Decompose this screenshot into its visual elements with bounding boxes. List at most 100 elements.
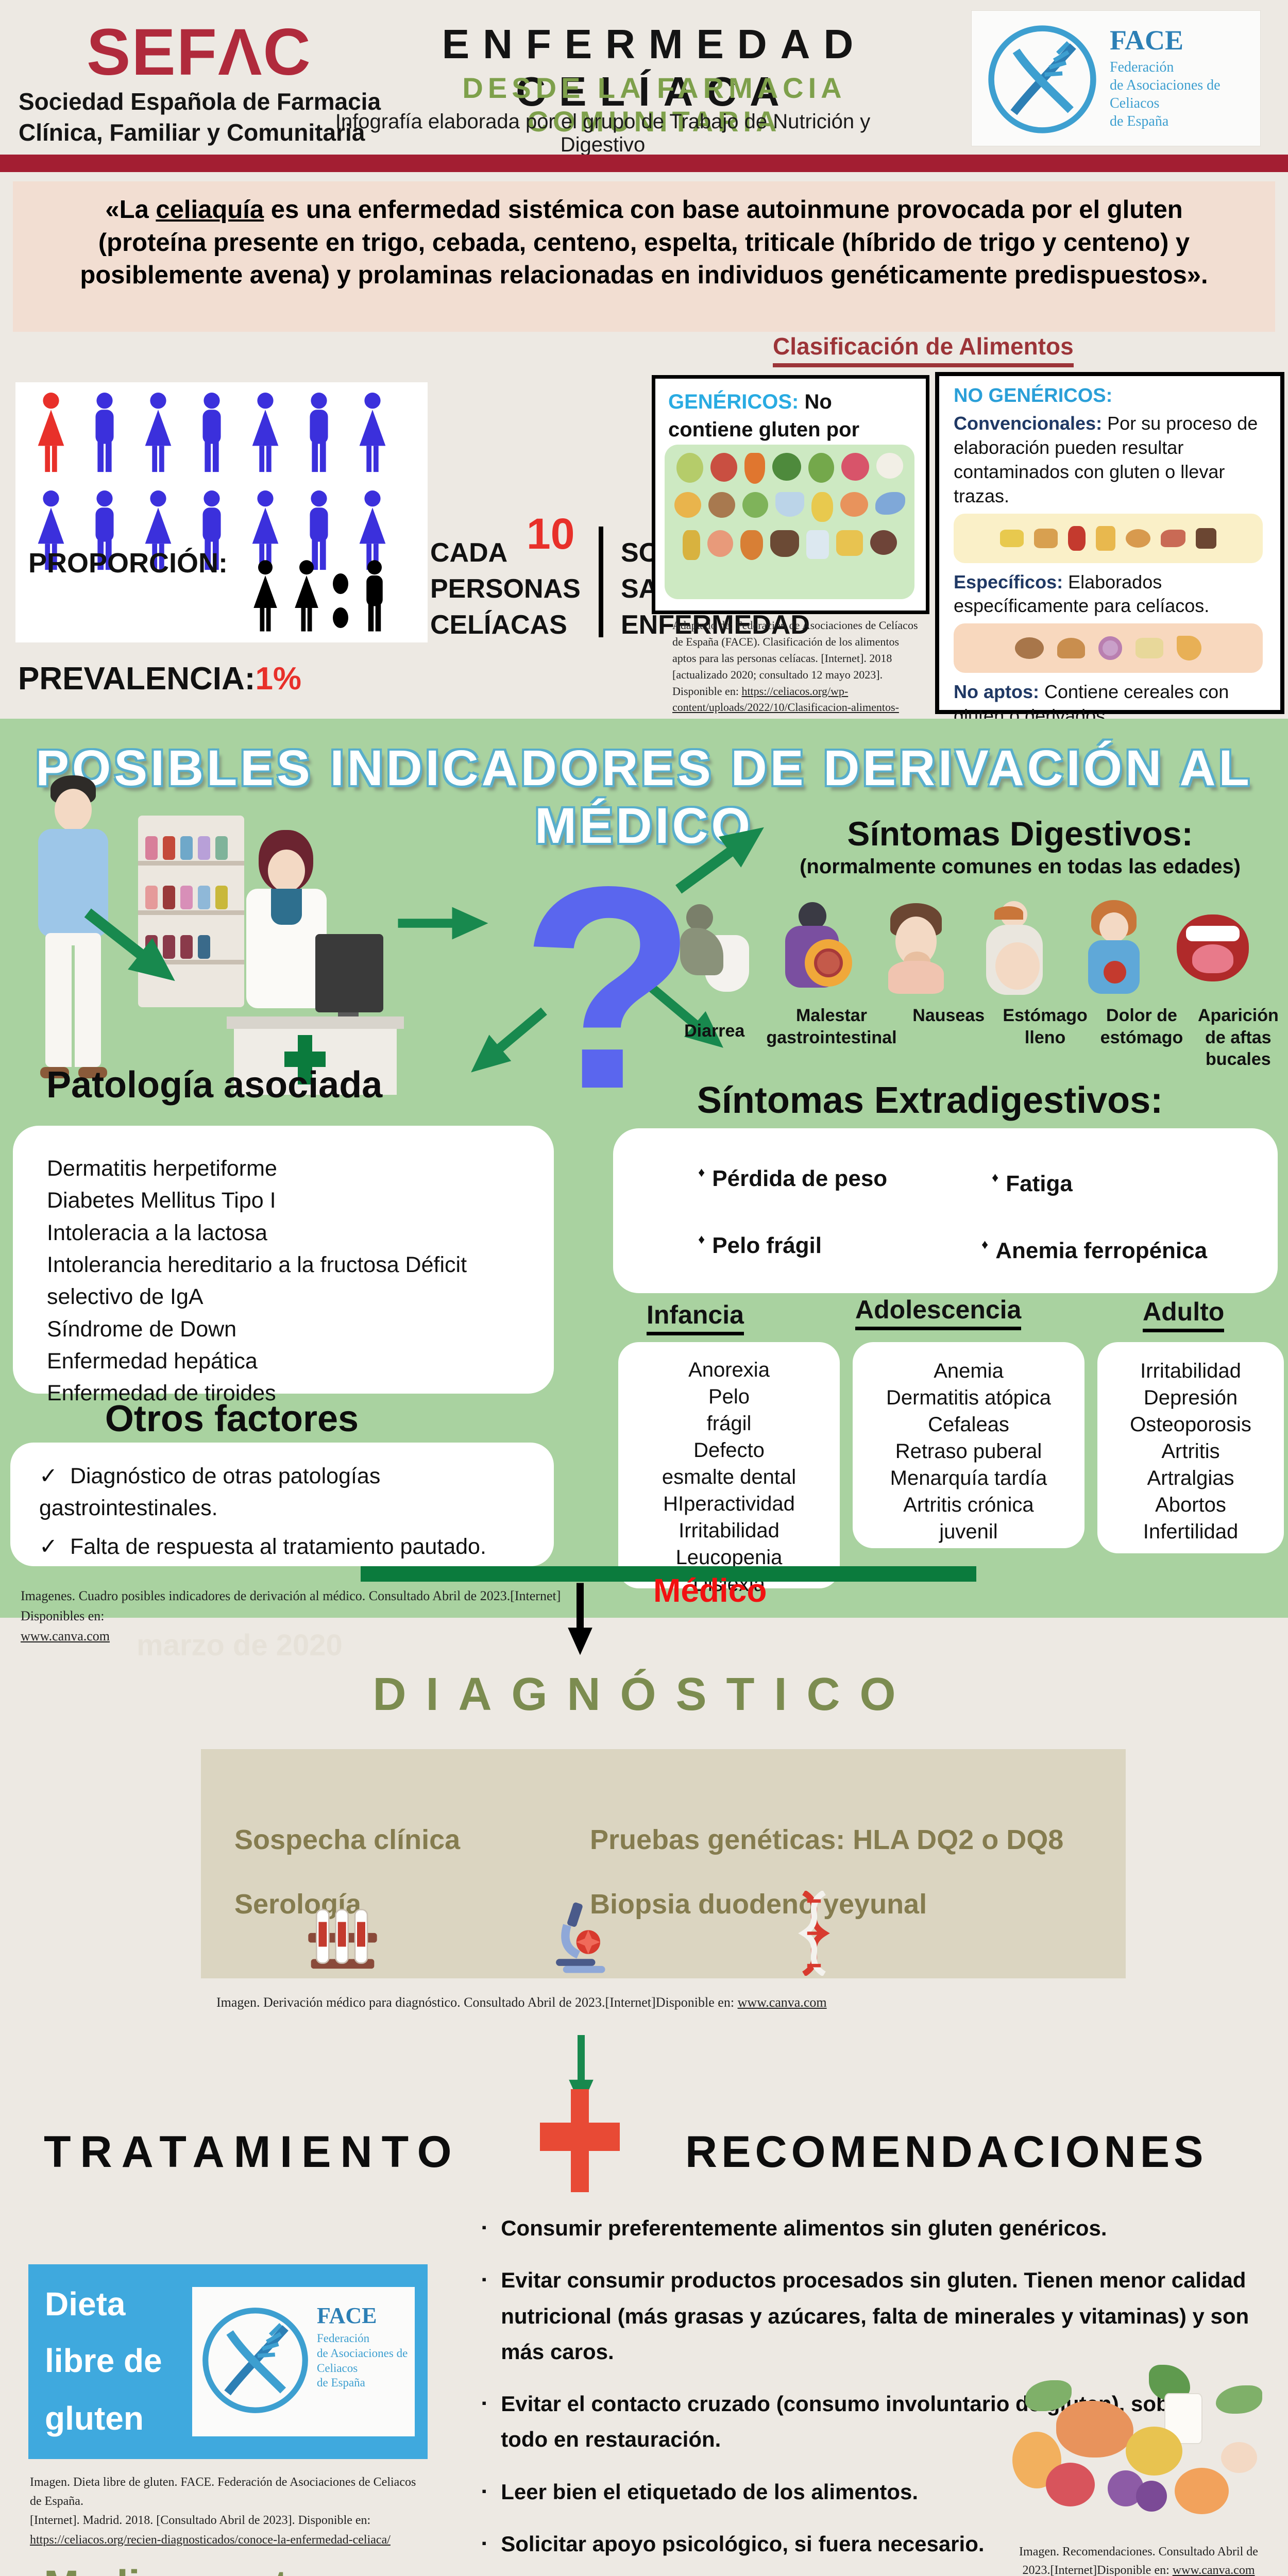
diet-citation-link[interactable]: https://celiacos.org/recien-diagnosticad… (30, 2533, 391, 2547)
reco-citation-link[interactable]: www.canva.com (1172, 2564, 1255, 2576)
recommendations-title: RECOMENDACIONES (685, 2127, 1208, 2177)
bullet-icon: ▪ (482, 2272, 487, 2287)
food-icon (808, 453, 834, 483)
age-item: Depresión (1143, 1386, 1238, 1409)
diagnosis-title: DIAGNÓSTICO (372, 1669, 916, 1720)
genericos-box: GENÉRICOS: No contiene gluten por natura… (652, 375, 929, 614)
food-icon (840, 492, 868, 517)
symptom-label: Dolor de estómago (1100, 1006, 1183, 1047)
derivation-citation-link[interactable]: www.canva.com (21, 1629, 110, 1643)
food-icon (1161, 529, 1185, 547)
age-item: HIperactividad (663, 1493, 795, 1515)
diagnosis-citation-text: Imagen. Derivación médico para diagnósti… (216, 1995, 738, 2010)
age-item: Menarquía tardía (890, 1467, 1047, 1489)
sefac-logo-subtitle: Sociedad Española de Farmacia Clínica, F… (19, 87, 381, 148)
recommendation-text: Leer bien el etiquetado de los alimentos… (501, 2479, 919, 2504)
age-item: Artralgias (1147, 1467, 1234, 1489)
convencionales-text: Por su proceso de elaboración pueden res… (954, 413, 1258, 506)
food-icon (836, 530, 863, 556)
gluten-free-diet-box: Dieta libre de gluten FACE Federación de… (28, 2264, 428, 2459)
food-icon (811, 492, 833, 522)
face-name-line: Federación (317, 2332, 370, 2345)
digestive-subtitle: (normalmente comunes en todas las edades… (800, 855, 1241, 878)
quote-highlight: celiaquía (156, 196, 264, 224)
food-icon (1015, 637, 1044, 659)
age-group-header-adulto: Adulto (1143, 1297, 1225, 1332)
pathology-item: Dermatitis herpetiforme (47, 1156, 277, 1181)
medications-title: Medicamentos (44, 2562, 337, 2576)
diagnosis-item: Pruebas genéticas: HLA DQ2 o DQ8 (590, 1824, 1064, 1855)
food-icon (708, 492, 735, 518)
no-genericos-box: NO GENÉRICOS: Convencionales: Por su pro… (935, 372, 1284, 785)
face-name-line: Federación (1110, 59, 1174, 75)
other-factors-card: ✓ Diagnóstico de otras patologías gastro… (10, 1443, 554, 1566)
recommendation-text: Consumir preferentemente alimentos sin g… (501, 2216, 1107, 2240)
food-icon (806, 530, 829, 559)
especificos-text: Elaborados específicamente para celíacos… (954, 571, 1210, 617)
face-name-line: Celiacos (317, 2361, 358, 2375)
face-wheat-icon (988, 25, 1096, 133)
definition-quote-box: «La celiaquía es una enfermedad sistémic… (13, 181, 1275, 332)
symptom-label: Malestar gastrointestinal (766, 1006, 897, 1047)
symptom-label: Aparición de aftas bucales (1197, 1006, 1279, 1069)
food-icon (742, 492, 768, 518)
quote-prefix: «La (105, 196, 156, 224)
person-icon (357, 559, 393, 635)
food-icon (1196, 528, 1216, 549)
pathology-item: Síndrome de Down (47, 1316, 237, 1342)
reco-citation-line: 2023.[Internet]Disponible en: (1022, 2564, 1173, 2576)
person-icon (245, 392, 285, 476)
diet-text-line: gluten (45, 2400, 144, 2437)
diagnosis-item: Sospecha clínica (234, 1824, 461, 1855)
age-item: juvenil (939, 1520, 998, 1543)
person-icon (84, 392, 125, 476)
food-icon (1034, 528, 1058, 548)
person-icon (352, 392, 393, 476)
extradigestive-item: ♦Fatiga (992, 1170, 1073, 1196)
pathology-item: Enfermedad hepática (47, 1349, 258, 1374)
age-item: esmalte dental (662, 1466, 796, 1488)
colon-icon (333, 573, 348, 628)
derivation-title: POSIBLES INDICADORES DE DERIVACIÓN AL MÉ… (36, 740, 1252, 854)
recommendation-item: ▪Evitar consumir productos procesados si… (482, 2262, 1285, 2369)
face-acronym: FACE (1110, 25, 1183, 56)
prevalencia-value: 1% (255, 661, 302, 697)
plus-icon (540, 2089, 620, 2192)
watermark: marzo de 2020 (137, 1629, 343, 1662)
extradigestive-item: ♦Pérdida de peso (698, 1164, 888, 1191)
computer-monitor-icon (315, 934, 383, 1012)
age-item: Artritis crónica (903, 1494, 1034, 1516)
pathology-card: Dermatitis herpetiforme Diabetes Mellitu… (13, 1126, 554, 1405)
food-icon (876, 453, 903, 479)
diet-citation: Imagen. Dieta libre de gluten. FACE. Fed… (30, 2473, 421, 2550)
food-icon (841, 453, 869, 481)
age-item: Abortos (1155, 1494, 1226, 1516)
derivation-citation: Imagenes. Cuadro posibles indicadores de… (21, 1586, 562, 1646)
extradigestive-title: Síntomas Extradigestivos: (697, 1080, 1163, 1121)
food-icon (1096, 526, 1115, 551)
age-item: Osteoporosis (1130, 1413, 1251, 1436)
person-icon (299, 392, 339, 476)
derivation-citation-text: Imagenes. Cuadro posibles indicadores de… (21, 1588, 561, 1623)
sefac-subtitle-line2: Clínica, Familiar y Comunitaria (19, 118, 365, 146)
recommendations-list: ▪ Consumir preferentemente alimentos sin … (482, 2210, 1285, 2576)
age-item: Cefaleas (928, 1413, 1009, 1436)
food-icon (744, 453, 765, 484)
pathology-item: Enfermedad de tiroides (47, 1381, 276, 1406)
person-icon (31, 392, 71, 476)
stomach-ache-icon (1071, 899, 1157, 997)
pharmacy-scene-illustration (0, 770, 412, 1110)
recommendation-item: ▪Solicitar apoyo psicológico, si fuera n… (482, 2526, 1285, 2562)
diagnosis-citation-link[interactable]: www.canva.com (737, 1995, 827, 2010)
mouth-aphthae-icon (1170, 899, 1256, 997)
proportion-label: PROPORCIÓN: (28, 548, 228, 579)
recommendation-item: ▪Leer bien el etiquetado de los alimento… (482, 2474, 1285, 2510)
cada-label: CADA (430, 538, 508, 568)
prevalencia-label: PREVALENCIA: (18, 661, 256, 697)
person-icon (247, 559, 283, 635)
food-icon (740, 530, 763, 560)
face-name: Federación de Asociaciones de Celiacos d… (317, 2331, 408, 2391)
age-item: Artritis (1161, 1440, 1220, 1463)
especificos-label: Específicos: (954, 571, 1063, 592)
diagnosis-citation: Imagen. Derivación médico para diagnósti… (216, 1995, 827, 2010)
